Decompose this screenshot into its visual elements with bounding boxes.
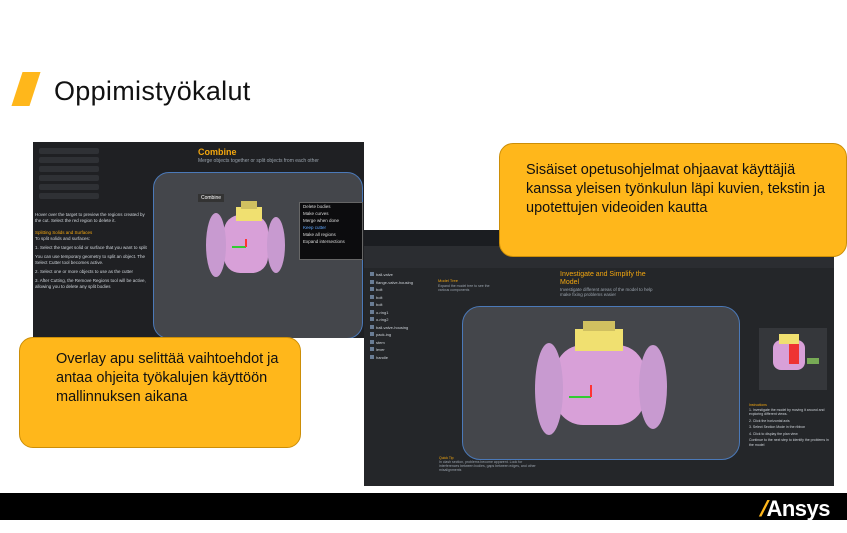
model-tree-title: Model Tree (438, 278, 459, 283)
investigate-heading: Investigate and Simplify the Model (560, 271, 646, 286)
tree-row-label: ball-valve (376, 272, 393, 277)
tree-stub (39, 166, 99, 172)
tree-row[interactable]: flange-valve-housing (370, 279, 434, 286)
tree-row-label: o-ring1 (376, 309, 389, 315)
component-icon (370, 324, 374, 329)
component-icon (370, 294, 374, 299)
valve-model-image (535, 321, 667, 435)
step: 3. After Cutting, the Remove Regions too… (35, 278, 146, 289)
tree-row[interactable]: bolt (370, 287, 434, 293)
component-icon (370, 332, 374, 336)
instruction-step: 1. Investigate the model by moving it ar… (749, 407, 825, 417)
slide-title: Oppimistyökalut (54, 76, 251, 106)
tree-stub (39, 175, 99, 181)
options-menu: Delete bodies Make curves Merge when don… (299, 202, 363, 260)
step: You can use temporary geometry to split … (35, 254, 146, 265)
tree-row[interactable]: ball-valve-housing (370, 324, 434, 331)
tree-row[interactable]: stem (370, 339, 434, 346)
combine-subheading: Merge objects together or split objects … (198, 158, 319, 164)
menu-item[interactable]: Make all regions (303, 232, 336, 237)
section-view-image (773, 334, 819, 370)
menu-item[interactable]: Keep cutter (303, 225, 327, 230)
tree-row-label: stem (376, 339, 385, 345)
footer-bar: /Ansys (0, 493, 847, 522)
investigate-subheading: Investigate different areas of the model… (560, 287, 653, 297)
menu-item[interactable]: Delete bodies (303, 204, 331, 209)
tree-row-label: o-ring2 (376, 317, 389, 322)
instruction-step: 4. Click to display the plan view (749, 431, 798, 436)
tree-stub (39, 184, 99, 190)
section-title: Splitting Solids and Surfaces (35, 230, 93, 235)
component-icon (370, 279, 374, 284)
menu-item[interactable]: Make curves (303, 211, 329, 216)
model-tree: ball-valve flange-valve-housing bolt bol… (370, 272, 434, 362)
tree-row[interactable]: ball-valve (370, 272, 434, 278)
tree-row[interactable]: o-ring2 (370, 317, 434, 323)
tutorial-callout: Sisäiset opetusohjelmat ohjaavat käyttäj… (499, 143, 847, 257)
hover-hint: Hover over the target to preview the reg… (35, 212, 145, 223)
tree-row-label: flange-valve-housing (376, 279, 413, 285)
overlay-callout: Overlay apu selittää vaihtoehdot ja anta… (19, 337, 301, 448)
screenshot-combine-tool: Combine Merge objects together or split … (33, 142, 364, 338)
instruction-step: 3. Select Section Mode in the ribbon (749, 425, 806, 429)
tree-row[interactable]: bolt (370, 302, 434, 308)
screenshot-investigate-model: ball-valve flange-valve-housing bolt bol… (364, 230, 834, 486)
tree-row-label: bolt (376, 302, 383, 307)
component-icon (370, 339, 374, 344)
component-icon (370, 347, 374, 351)
step: 2. Select one or more objects to use as … (35, 269, 134, 274)
step: 1. Select the target solid or surface th… (35, 245, 147, 250)
tree-row-label: ball-valve-housing (376, 324, 409, 330)
section-sub: To split solids and surfaces: (35, 236, 91, 241)
tree-stub (39, 193, 99, 199)
instruction-step: Continue to the next step to identify th… (749, 438, 829, 447)
component-icon (370, 317, 374, 321)
menu-item[interactable]: Expand intersections (303, 239, 345, 244)
valve-model-image (206, 201, 285, 277)
quick-tip-text: In clash section, problems become appare… (439, 460, 536, 472)
instructions-title: Instructions (749, 403, 767, 407)
component-icon (370, 302, 374, 306)
tree-row[interactable]: bolt (370, 294, 434, 301)
menu-item[interactable]: Merge when done (303, 218, 340, 223)
instructions-panel: Instructions 1. Investigate the model by… (749, 403, 829, 447)
tree-row-label: bolt (376, 287, 383, 292)
title-accent-bar (11, 72, 41, 106)
component-icon (370, 309, 374, 314)
tree-row[interactable]: lever (370, 347, 434, 353)
instruction-step: 2. Click the horizontal axis (749, 418, 790, 423)
quick-tip: Quick Tip In clash section, problems bec… (439, 456, 539, 472)
tree-row[interactable]: handle (370, 354, 434, 361)
combine-instructions: Hover over the target to preview the reg… (35, 212, 148, 290)
section-view-thumbnail (759, 328, 827, 390)
tree-stub (39, 157, 99, 163)
tree-stub (39, 148, 99, 154)
ansys-logo: /Ansys (757, 496, 831, 522)
logo-text: Ansys (766, 496, 830, 521)
component-icon (370, 354, 374, 359)
combine-heading: Combine (198, 147, 237, 157)
tree-row-label: pack-ing (376, 332, 392, 337)
tree-row-label: bolt (376, 294, 383, 300)
tree-row[interactable]: pack-ing (370, 332, 434, 338)
tree-row-label: handle (376, 354, 389, 360)
quick-tip-title: Quick Tip (439, 456, 454, 460)
model-tree-text: Expand the model tree to see the various… (438, 284, 490, 292)
component-icon (370, 272, 374, 276)
tree-row[interactable]: o-ring1 (370, 309, 434, 316)
component-icon (370, 287, 374, 291)
combine-tooltip: Combine (198, 194, 225, 202)
viewport-highlight (462, 306, 740, 460)
tree-row-label: lever (376, 347, 385, 352)
